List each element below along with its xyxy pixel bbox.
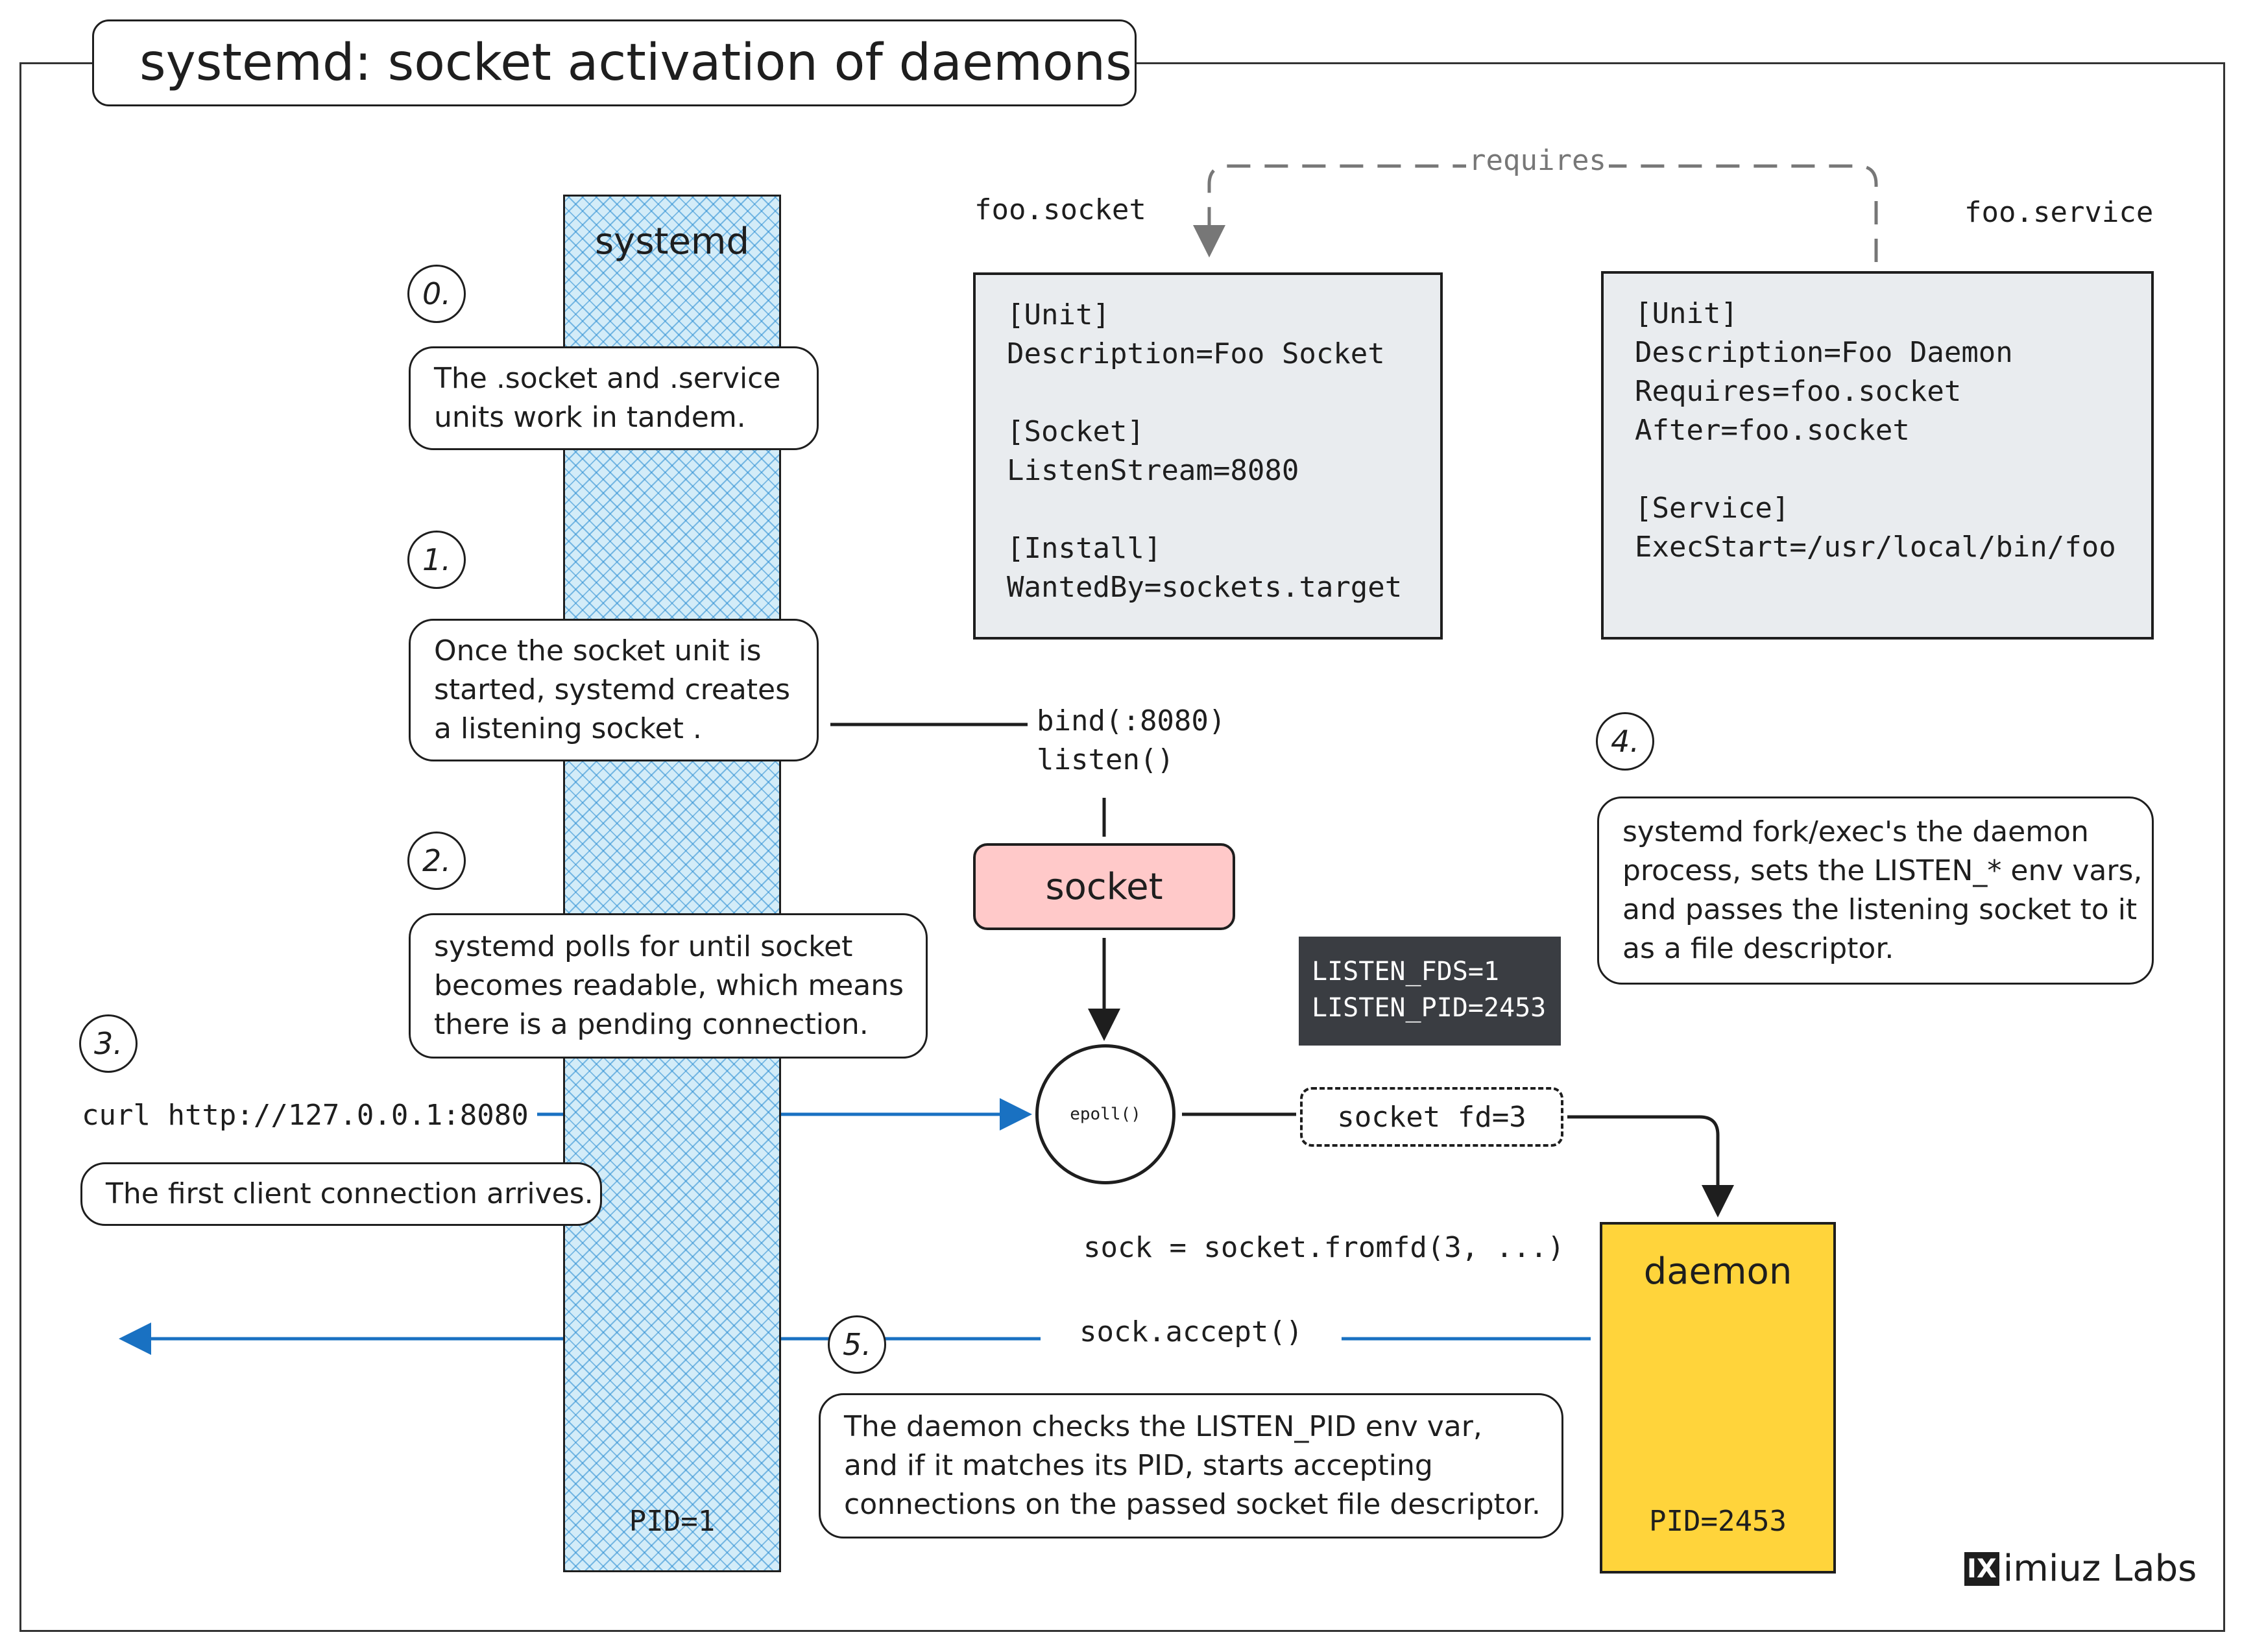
step-3-note: The first client connection arrives. (80, 1162, 602, 1226)
requires-label: requires (1466, 144, 1609, 177)
systemd-title: systemd (595, 221, 749, 263)
step-1-badge: 1. (407, 531, 466, 589)
daemon-process-box (1600, 1222, 1836, 1574)
logo-text: imiuz Labs (2003, 1548, 2197, 1590)
step-4-note: systemd fork/exec's the daemon process, … (1597, 796, 2154, 985)
step-1-note: Once the socket unit is started, systemd… (409, 619, 819, 761)
foo-service-unit-file: [Unit] Description=Foo Daemon Requires=f… (1601, 271, 2154, 640)
socket-fd-box: socket fd=3 (1300, 1087, 1563, 1147)
diagram-title: systemd: socket activation of daemons (92, 19, 1137, 106)
env-vars-box: LISTEN_FDS=1 LISTEN_PID=2453 (1299, 937, 1561, 1046)
step-0-note: The .socket and .service units work in t… (409, 346, 819, 450)
step-3-badge: 3. (79, 1014, 138, 1073)
bind-listen-code: bind(:8080) listen() (1037, 704, 1226, 776)
foo-service-filename: foo.service (1964, 196, 2154, 229)
listening-socket: socket (973, 843, 1235, 930)
step-2-note: systemd polls for until socket becomes r… (409, 913, 928, 1059)
iximiuz-labs-logo: IX imiuz Labs (1964, 1548, 2197, 1590)
systemd-pid: PID=1 (629, 1505, 716, 1538)
epoll-circle: epoll() (1035, 1044, 1175, 1184)
step-4-badge: 4. (1596, 712, 1654, 771)
fd-to-daemon-arrow (1567, 1115, 1734, 1217)
step-5-note: The daemon checks the LISTEN_PID env var… (819, 1393, 1563, 1538)
logo-mark: IX (1964, 1551, 1999, 1586)
step-0-badge: 0. (407, 265, 466, 323)
daemon-pid: PID=2453 (1649, 1505, 1787, 1538)
accept-code: sock.accept() (1079, 1315, 1303, 1348)
step-2-badge: 2. (407, 832, 466, 890)
daemon-title: daemon (1643, 1251, 1792, 1293)
foo-socket-filename: foo.socket (974, 193, 1146, 226)
curl-command: curl http://127.0.0.1:8080 (82, 1099, 529, 1132)
foo-socket-unit-file: [Unit] Description=Foo Socket [Socket] L… (973, 272, 1443, 640)
step-5-badge: 5. (828, 1315, 886, 1374)
fromfd-code: sock = socket.fromfd(3, ...) (1083, 1231, 1565, 1264)
